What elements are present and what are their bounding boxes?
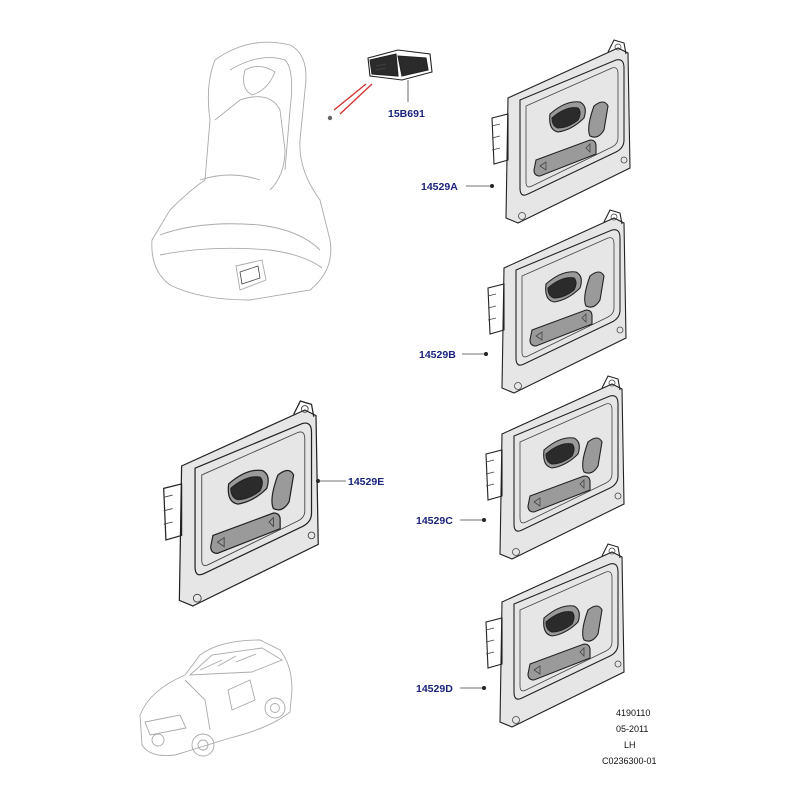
- switch-15b691: [333, 49, 433, 115]
- switch-panel-14529b: [487, 209, 627, 394]
- drive-side: LH: [624, 740, 636, 750]
- switch-panel-14529d: [485, 543, 625, 728]
- illustration-code: C0236300-01: [602, 756, 657, 766]
- drawing-number: 4190110: [616, 708, 650, 718]
- part-label-14529c[interactable]: 14529C: [416, 515, 453, 527]
- part-label-14529a[interactable]: 14529A: [421, 181, 458, 193]
- part-label-14529e[interactable]: 14529E: [348, 476, 384, 488]
- leader-line-lower: [339, 83, 373, 115]
- part-label-15b691[interactable]: 15B691: [388, 108, 425, 120]
- vehicle-illustration: [139, 639, 293, 757]
- switch-panel-14529e: [163, 400, 319, 607]
- part-label-14529b[interactable]: 14529B: [419, 349, 456, 361]
- drawing-date: 05-2011: [616, 724, 648, 734]
- switch-panel-14529a: [491, 39, 631, 224]
- switch-panel-14529c: [485, 375, 625, 560]
- part-label-14529d[interactable]: 14529D: [416, 683, 453, 695]
- leader-line-upper: [333, 83, 367, 111]
- seat-illustration: [151, 41, 333, 301]
